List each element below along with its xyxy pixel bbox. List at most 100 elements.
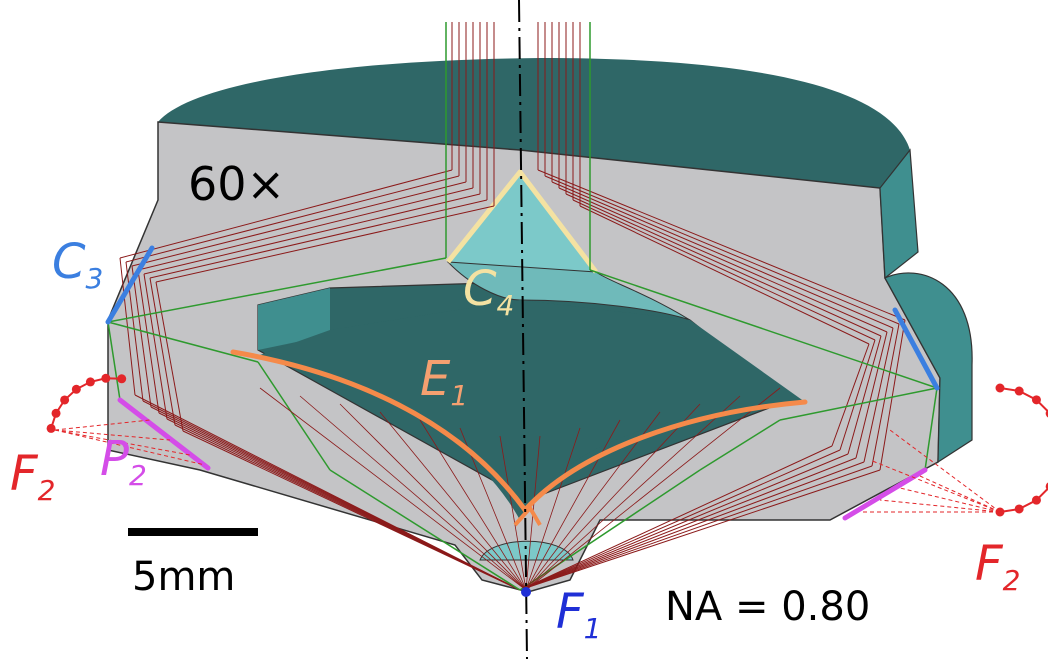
ray-line xyxy=(499,435,527,591)
ray-line xyxy=(329,469,521,591)
top-surface xyxy=(158,58,910,188)
locus-point xyxy=(1014,386,1024,396)
ray-line xyxy=(519,453,849,591)
scale-bar-label: 5mm xyxy=(132,554,235,600)
ray-line xyxy=(419,419,527,591)
inner-cavity-wall xyxy=(258,288,330,350)
f2-dashed-ray xyxy=(54,429,206,466)
ray-line xyxy=(149,199,488,279)
outer-side-lower xyxy=(884,272,973,464)
ray-line xyxy=(125,175,460,263)
ray-line xyxy=(137,269,160,414)
mirror-c3-left xyxy=(105,245,155,325)
ray-line xyxy=(131,265,152,408)
ray-line xyxy=(107,321,259,363)
ray-line xyxy=(879,319,906,471)
f2-dashed-ray xyxy=(879,499,1001,513)
mirror-p2-right xyxy=(842,467,928,521)
ray-line xyxy=(143,193,481,275)
e1-cusp-mark xyxy=(513,504,542,527)
ray-line xyxy=(551,181,894,329)
locus-point xyxy=(60,395,70,405)
locus-point xyxy=(51,408,61,418)
label-c3: C3 xyxy=(52,234,103,295)
ray-line xyxy=(339,403,527,591)
ray-line xyxy=(519,469,881,591)
ray-line xyxy=(155,281,184,432)
ray-line xyxy=(525,419,621,591)
locus-point xyxy=(1031,395,1041,405)
ray-line xyxy=(107,257,447,323)
ray-line xyxy=(525,427,581,591)
locus-arc xyxy=(999,387,1048,513)
ray-line xyxy=(519,457,857,591)
front-lens xyxy=(479,540,574,561)
label-f2-left: F2 xyxy=(10,446,55,507)
ray-line xyxy=(924,387,938,471)
ray-line xyxy=(589,269,938,389)
locus-point xyxy=(117,374,127,384)
locus-point xyxy=(995,383,1005,393)
ray-line xyxy=(699,419,781,471)
ray-line xyxy=(525,387,781,591)
outer-side-upper xyxy=(879,148,919,280)
numerical-aperture-label: NA = 0.80 xyxy=(665,584,870,630)
locus-point xyxy=(1045,482,1048,491)
f2-dashed-ray xyxy=(899,487,1001,513)
focal-locus-f2-left xyxy=(46,373,206,466)
mirror-p2-left xyxy=(117,397,211,471)
ray-line xyxy=(519,469,701,591)
ray-line xyxy=(579,205,870,345)
locus-point xyxy=(85,377,95,387)
locus-point xyxy=(1014,504,1024,514)
label-c4: C4 xyxy=(463,261,514,322)
locus-point xyxy=(46,423,56,433)
locus-point xyxy=(1045,409,1048,418)
label-f2-right: F2 xyxy=(975,536,1020,597)
f2-dashed-ray xyxy=(54,429,171,441)
ray-line xyxy=(155,205,495,283)
ray-line xyxy=(519,461,865,591)
label-e1: E1 xyxy=(420,351,468,412)
ray-line xyxy=(871,323,900,467)
ray-line xyxy=(519,465,873,591)
ray-line xyxy=(855,331,888,459)
ray-line xyxy=(131,181,467,267)
ray-line xyxy=(107,321,121,401)
cone-c4-surface xyxy=(446,169,598,274)
locus-point xyxy=(71,384,81,394)
magnification-label: 60× xyxy=(188,157,285,211)
ray-line xyxy=(149,277,176,426)
ray-line xyxy=(565,193,882,337)
ray-line xyxy=(847,335,882,455)
ray-line xyxy=(182,430,521,591)
locus-point xyxy=(1031,495,1041,505)
ray-line xyxy=(137,187,474,271)
mirror-c3-right xyxy=(892,307,940,391)
ray-line xyxy=(839,339,876,451)
f2-dashed-ray xyxy=(919,475,1001,513)
ray-line xyxy=(525,395,741,591)
f2-dashed-ray xyxy=(54,429,191,456)
focal-locus-f2-right xyxy=(860,383,1048,517)
ray-line xyxy=(119,169,453,259)
ray-line xyxy=(831,343,870,447)
f2-dashed-ray xyxy=(54,419,151,431)
focus-f1-point xyxy=(521,587,531,597)
ray-line xyxy=(379,411,527,591)
ray-line xyxy=(779,387,938,421)
label-p2: P2 xyxy=(100,431,147,492)
ray-line xyxy=(257,361,331,471)
f2-dashed-ray xyxy=(869,459,1001,513)
ray-bundles xyxy=(107,22,938,591)
ray-line xyxy=(863,327,894,463)
ray-line xyxy=(299,395,527,591)
ray-line xyxy=(544,175,900,325)
label-f1: F1 xyxy=(556,584,601,645)
ray-line xyxy=(259,387,527,591)
ray-line xyxy=(537,169,906,321)
reflector-body xyxy=(260,300,805,520)
locus-point xyxy=(101,373,111,383)
ray-line xyxy=(519,445,833,591)
